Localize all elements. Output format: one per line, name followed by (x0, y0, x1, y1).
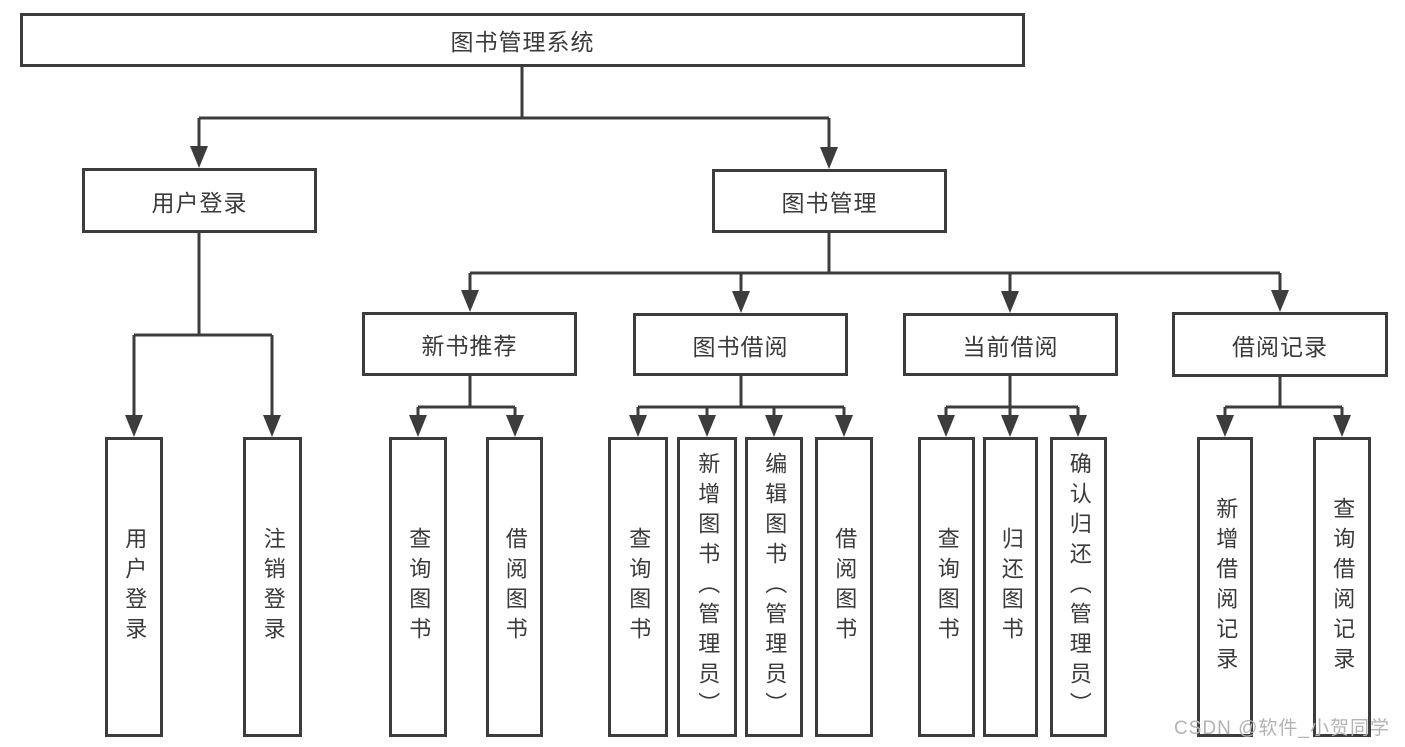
leaf-edit-book-admin: 编辑图书（管理员） (745, 437, 803, 737)
connector-current-borrowing (944, 376, 1080, 416)
node-label: 编辑图书（管理员） (762, 452, 788, 722)
node-label: 用户登录 (122, 527, 148, 647)
node-label: 借阅图书 (832, 527, 858, 647)
leaf-borrow-books-2: 借阅图书 (815, 437, 873, 737)
arrow-to-book-management (820, 147, 838, 169)
leaf-add-borrow-record: 新增借阅记录 (1197, 437, 1253, 737)
connector-borrowing-records (1223, 377, 1344, 416)
arrow-to-leaf-borrow-books-1 (506, 415, 524, 437)
leaf-borrow-books-1: 借阅图书 (486, 437, 543, 737)
node-label: 新书推荐 (421, 333, 518, 359)
node-label: 图书管理系统 (450, 29, 595, 55)
node-label: 新增借阅记录 (1213, 497, 1239, 677)
watermark-text: CSDN @软件_小贺同学 (1174, 718, 1390, 739)
connector-new-book-recommendation (416, 376, 517, 416)
leaf-user-login: 用户登录 (105, 437, 163, 737)
connector-root (197, 67, 831, 149)
arrow-to-leaf-user-login (125, 415, 143, 437)
connector-book-borrowing (636, 376, 846, 416)
arrow-to-leaf-add-book (698, 415, 716, 437)
leaf-confirm-return-admin: 确认归还（管理员） (1050, 437, 1107, 737)
leaf-search-books-3: 查询图书 (918, 437, 975, 737)
node-user-login: 用户登录 (82, 168, 317, 233)
arrow-to-leaf-search-books-2 (629, 415, 647, 437)
arrow-to-leaf-search-books-3 (937, 415, 955, 437)
node-root: 图书管理系统 (20, 13, 1025, 67)
node-label: 查询图书 (406, 527, 432, 647)
node-current-borrowing: 当前借阅 (903, 313, 1118, 376)
node-label: 查询图书 (934, 527, 960, 647)
node-label: 查询图书 (626, 527, 652, 647)
leaf-return-book: 归还图书 (983, 437, 1038, 737)
node-label: 借阅记录 (1232, 333, 1328, 360)
leaf-add-book-admin: 新增图书（管理员） (677, 437, 737, 737)
arrow-to-book-borrowing (732, 291, 750, 313)
node-book-management: 图书管理 (712, 169, 947, 233)
node-label: 确认归还（管理员） (1066, 452, 1092, 722)
node-label: 图书借阅 (692, 333, 789, 360)
leaf-search-books-2: 查询图书 (608, 437, 668, 737)
arrow-to-leaf-edit-book (765, 415, 783, 437)
node-new-book-recommendation: 新书推荐 (362, 312, 577, 376)
arrow-to-current-borrowing (1001, 291, 1019, 313)
arrow-to-leaf-logout (263, 415, 281, 437)
arrow-to-leaf-search-books-1 (409, 415, 427, 437)
arrow-to-borrowing-records (1271, 290, 1289, 312)
node-label: 新增图书（管理员） (695, 452, 721, 722)
arrow-to-leaf-borrow-books-2 (835, 415, 853, 437)
leaf-search-borrow-record: 查询借阅记录 (1313, 437, 1371, 737)
node-label: 借阅图书 (502, 527, 528, 647)
node-label: 归还图书 (998, 527, 1024, 647)
connector-book-management (468, 233, 1282, 293)
leaf-search-books-1: 查询图书 (389, 437, 447, 737)
node-label: 注销登录 (260, 527, 286, 647)
arrow-to-new-book-recommendation (461, 290, 479, 312)
node-book-borrowing: 图书借阅 (633, 313, 848, 376)
node-label: 图书管理 (781, 190, 878, 216)
node-borrowing-records: 借阅记录 (1172, 312, 1388, 377)
arrow-to-leaf-return-book (1001, 415, 1019, 437)
arrow-to-user-login (190, 146, 208, 168)
node-label: 查询借阅记录 (1330, 497, 1356, 677)
node-label: 当前借阅 (962, 333, 1059, 360)
connector-user-login (132, 233, 274, 416)
node-label: 用户登录 (151, 189, 248, 216)
arrow-to-leaf-add-borrow-record (1216, 415, 1234, 437)
arrow-to-leaf-confirm-return (1069, 415, 1087, 437)
arrow-to-leaf-search-borrow-record (1333, 415, 1351, 437)
leaf-logout: 注销登录 (243, 437, 302, 737)
